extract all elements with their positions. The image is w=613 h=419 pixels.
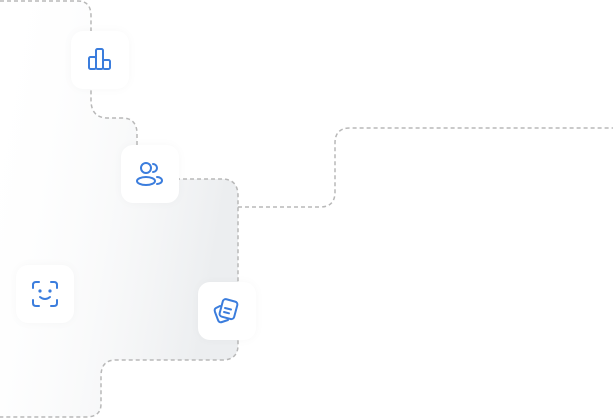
analytics-card[interactable]: [71, 31, 129, 89]
users-icon: [136, 162, 163, 186]
face-id-card[interactable]: [16, 265, 74, 323]
face-id-icon: [32, 281, 58, 307]
users-card[interactable]: [121, 145, 179, 203]
notes-card[interactable]: [198, 282, 256, 340]
dashed-connector-left: [0, 0, 239, 418]
notes-icon: [213, 298, 239, 324]
dashed-connector-right: [238, 127, 613, 208]
bar-chart-icon: [88, 48, 111, 70]
